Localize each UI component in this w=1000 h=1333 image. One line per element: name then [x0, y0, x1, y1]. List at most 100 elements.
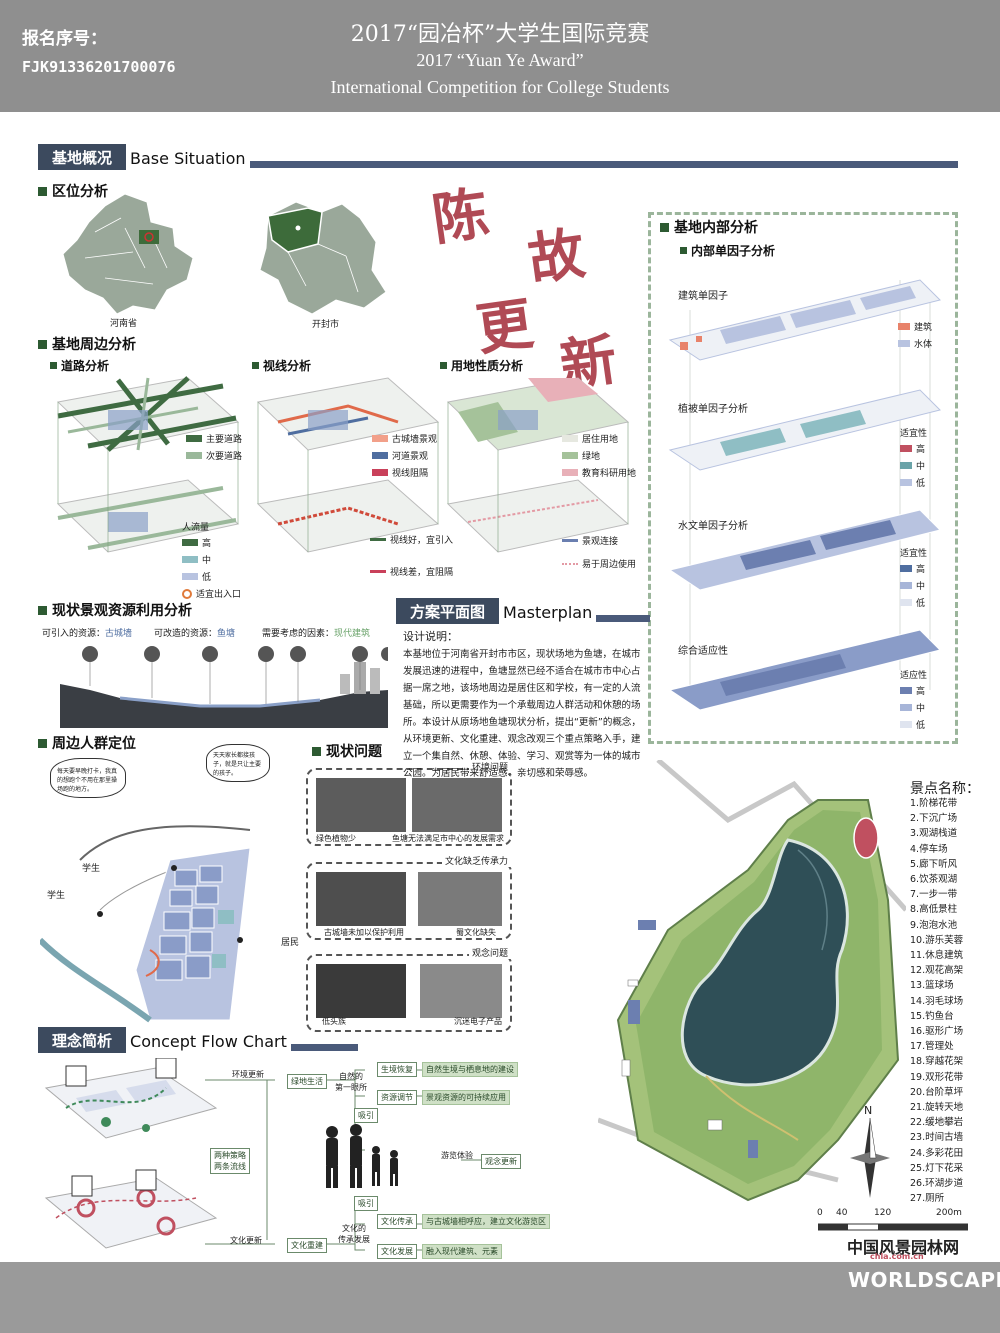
- concept-two-strategy: 两种策略 两条流线: [210, 1148, 250, 1174]
- henan-province-map: [62, 193, 194, 315]
- people-positioning-title: 周边人群定位: [38, 733, 136, 753]
- chla-logo-url: chla.com.cn: [870, 1252, 924, 1261]
- spot-item: 26.环湖步道: [910, 1178, 964, 1190]
- header-bar: 报名序号： FJK91336201700076 2017“园冶杯”大学生国际竞赛…: [0, 0, 1000, 112]
- culture-photo-2: [418, 872, 502, 926]
- chla-logo-text: 中国风景园林网: [847, 1238, 960, 1257]
- speech-bubble-1: 每天要早晚打卡，我真的想跑个不用在那里操场跑的地方。: [50, 758, 126, 798]
- concept-culture-dev: 文化的 传承发展: [338, 1224, 370, 1244]
- building-factor-title: 建筑单因子: [678, 291, 728, 302]
- spot-item: 22.缓地攀岩: [910, 1117, 964, 1129]
- section-title-en: Base Situation: [130, 149, 246, 168]
- sight-bad-legend: 视线差，宜阻隔: [370, 565, 453, 582]
- spots-list: 1.阶梯花带 2.下沉广场 3.观湖栈道 4.停车场 5.廊下听风 6.饮茶观湖…: [910, 796, 963, 1206]
- concept-develop: 文化发展: [377, 1244, 417, 1259]
- culture-photo-1: [316, 872, 406, 926]
- registration-label: 报名序号：: [22, 29, 107, 49]
- building-legend: 建筑 水体: [898, 320, 932, 354]
- spot-item: 21.旋转天地: [910, 1102, 964, 1114]
- concept-env-update: 环境更新: [232, 1070, 264, 1079]
- concept-attract-1: 吸引: [354, 1108, 378, 1123]
- registration-number: FJK91336201700076: [22, 58, 176, 76]
- spot-item: 5.廊下听风: [910, 858, 958, 870]
- spot-item: 15.钓鱼台: [910, 1010, 954, 1022]
- road-analysis-title: 道路分析: [50, 357, 109, 374]
- resident-label: 居民: [281, 938, 300, 948]
- landuse-link-legend: 景观连接 易于周边使用: [562, 534, 636, 574]
- water-factor-title: 水文单因子分析: [678, 521, 748, 532]
- concept-green-life: 绿地生活: [287, 1074, 327, 1089]
- spot-item: 7.一步一带: [910, 889, 958, 901]
- concept-axon-diagrams: [44, 1058, 218, 1249]
- student-label-2: 学生: [47, 891, 66, 901]
- resource-a: 可引入的资源：古城墙: [42, 629, 133, 639]
- spot-item: 11.休息建筑: [910, 950, 964, 962]
- road-axon-diagram: [56, 376, 240, 553]
- scale-120: 120: [874, 1208, 892, 1218]
- internal-analysis-title: 基地内部分析: [660, 217, 758, 237]
- spot-item: 14.羽毛球场: [910, 995, 964, 1007]
- landscape-section-diagram: [60, 646, 388, 728]
- people-flow-legend: 人流量 高 中 低 适宜出入口: [182, 523, 242, 600]
- idea-photo-1: [316, 964, 406, 1018]
- env-photo-2: [412, 778, 502, 832]
- competition-title-cn: 2017“园冶杯”大学生国际竞赛: [350, 22, 650, 47]
- spot-item: 23.时间古墙: [910, 1132, 964, 1144]
- spot-item: 4.停车场: [910, 843, 948, 855]
- masterplan-title: 方案平面图 Masterplan: [396, 598, 650, 624]
- env-problem-box: 环境问题 绿色植物少 鱼塘无法满足市中心的发展需求: [306, 760, 512, 846]
- slogan-char-3: 更: [472, 290, 537, 364]
- concept-culture-rebuild: 文化重建: [287, 1238, 327, 1253]
- spot-item: 20.台阶草坪: [910, 1086, 964, 1098]
- speech-bubble-2: 天天家长都接孩子，就是只让主要的孩子。: [206, 744, 270, 782]
- competition-title-en-1: 2017 “Yuan Ye Award”: [416, 50, 584, 70]
- idea-photo-2: [420, 964, 502, 1018]
- env-photo-1: [316, 778, 406, 832]
- kaifeng-label: 开封市: [312, 320, 340, 330]
- spots-title: 景点名称：: [910, 781, 980, 797]
- concept-title: 理念简析 Concept Flow Chart: [38, 1027, 358, 1053]
- landuse-legend: 居住用地 绿地 教育科研用地: [562, 432, 636, 483]
- culture-problem-box: 文化缺乏传承力 古城墙未加以保护利用 蜀文化缺失: [306, 854, 512, 940]
- footer-bar: [0, 1262, 1000, 1333]
- kaifeng-city-map: [259, 201, 387, 315]
- student-label-1: 学生: [82, 864, 101, 874]
- internal-analysis-frame: [648, 212, 958, 744]
- overall-legend: 适应性 高 中 低: [900, 671, 928, 731]
- concept-eco-detail: 自然生境与栖息地的建设: [422, 1062, 518, 1077]
- resource-c: 需要考虑的因素：现代建筑: [262, 629, 371, 639]
- spot-item: 13.篮球场: [910, 980, 954, 992]
- family-silhouette-icon: [326, 1124, 398, 1188]
- sight-good-legend: 视线好，宜引入: [370, 533, 453, 550]
- spot-item: 9.泡泡水池: [910, 919, 958, 931]
- concept-heritage-detail: 与古城墙相呼应，建立文化游览区: [422, 1214, 550, 1229]
- location-analysis-title: 区位分析: [38, 181, 108, 201]
- overall-factor-title: 综合适应性: [678, 646, 728, 657]
- slogan-char-1: 陈: [428, 180, 493, 254]
- problems-title: 现状问题: [312, 741, 382, 761]
- concept-heritage: 文化传承: [377, 1214, 417, 1229]
- north-arrow-icon: [850, 1118, 890, 1198]
- landuse-analysis-title: 用地性质分析: [440, 357, 523, 374]
- internal-factor-title: 内部单因子分析: [680, 242, 775, 259]
- scale-40: 40: [836, 1208, 848, 1218]
- water-legend: 适宜性 高 中 低: [900, 549, 928, 609]
- scale-0: 0: [817, 1208, 823, 1218]
- concept-culture-update: 文化更新: [230, 1236, 262, 1245]
- concept-develop-detail: 融入现代建筑、元素: [422, 1244, 502, 1259]
- concept-experience: 游览体验: [441, 1151, 473, 1160]
- design-label: 设计说明：: [403, 630, 458, 643]
- spot-item: 2.下沉广场: [910, 813, 958, 825]
- masterplan-drawing: [598, 760, 906, 1202]
- spot-item: 8.高低景柱: [910, 904, 958, 916]
- spot-item: 19.双形花带: [910, 1071, 964, 1083]
- design-description: 本基地位于河南省开封市市区，现状场地为鱼塘，在城市发展迅速的进程中，鱼塘显然已经…: [403, 649, 641, 779]
- spot-item: 25.灯下花采: [910, 1162, 964, 1174]
- concept-nature: 自然的 第一眼所: [335, 1072, 367, 1092]
- sight-legend: 古城墙景观 河道景观 视线阻隔: [372, 432, 437, 483]
- north-label: N: [864, 1104, 873, 1117]
- plant-factor-title: 植被单因子分析: [678, 404, 748, 415]
- scale-bar: [818, 1223, 968, 1231]
- spot-item: 16.驱形广场: [910, 1026, 964, 1038]
- worldscape-logo: WORLDSCAPE: [848, 1268, 1000, 1292]
